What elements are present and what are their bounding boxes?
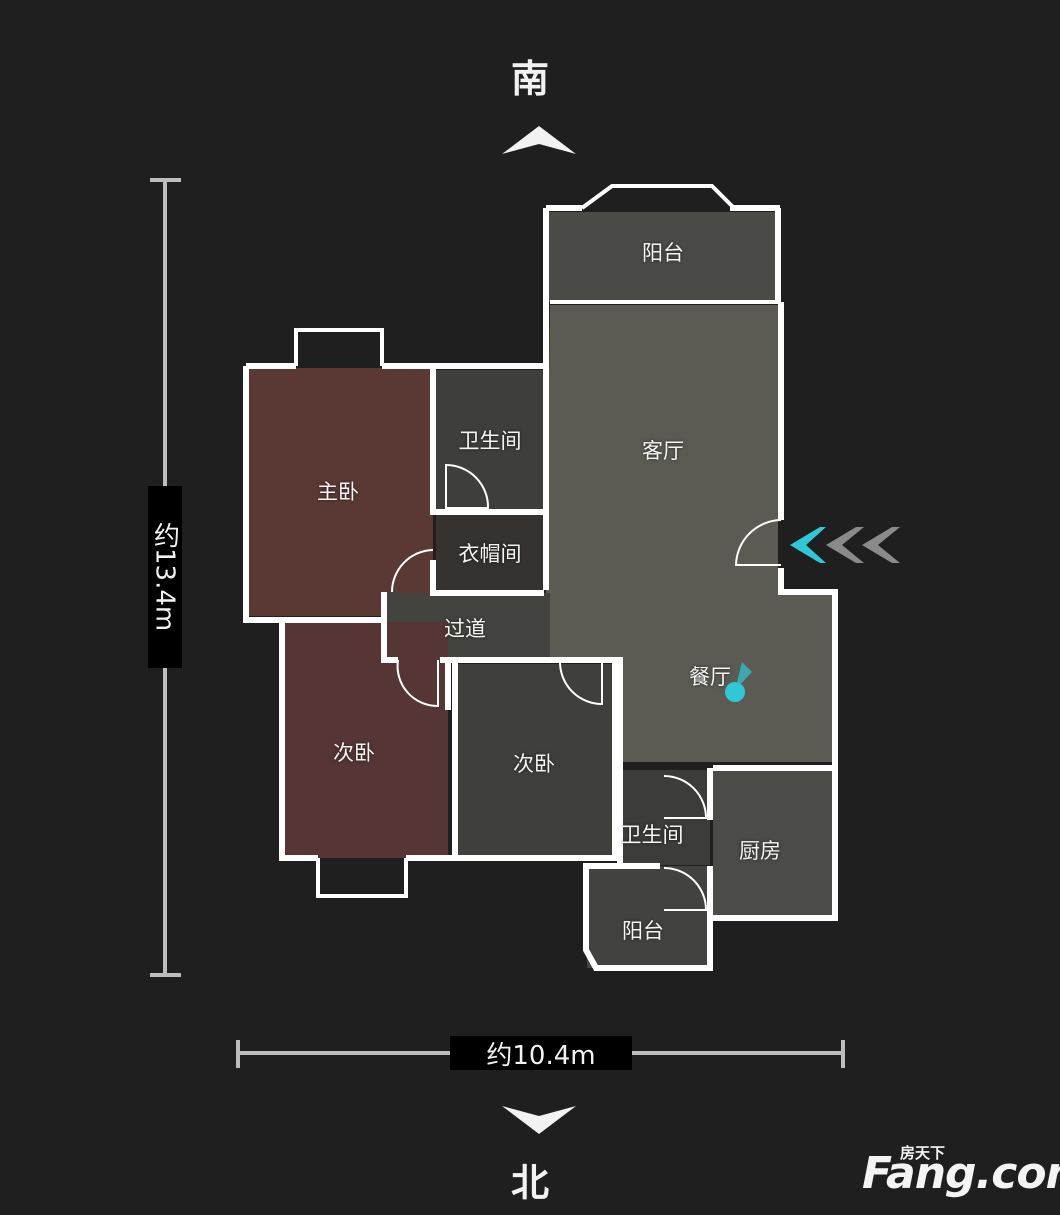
- room-label-master-bedroom: 主卧: [317, 480, 359, 504]
- fang-logo: 房天下 Fang.com: [862, 1144, 1060, 1199]
- door-bathroom-bottom: [663, 775, 708, 819]
- door-second-bedroom-left: [396, 659, 439, 708]
- floor-balcony-top: [548, 212, 778, 302]
- entrance-arrows-icon: [790, 527, 900, 563]
- door-entrance: [734, 519, 782, 566]
- walls: [243, 184, 838, 971]
- doors: [391, 463, 782, 911]
- room-label-balcony-bottom: 阳台: [622, 919, 664, 943]
- compass-south-label: 南: [510, 57, 549, 101]
- floor-balcony-bottom: [587, 866, 711, 968]
- chevron-up-icon: [502, 126, 576, 154]
- floor-master-bedroom: [248, 368, 433, 616]
- floor-cloakroom: [436, 515, 543, 593]
- room-label-living-room: 客厅: [642, 439, 684, 463]
- door-master-bedroom: [391, 549, 434, 593]
- floor-bathroom-top: [436, 370, 543, 510]
- room-floors: [248, 212, 833, 968]
- logo-main-text: Fang.com: [862, 1148, 1060, 1199]
- floor-kitchen: [713, 770, 833, 916]
- room-label-bathroom-bottom: 卫生间: [620, 823, 684, 847]
- room-label-bathroom-top: 卫生间: [458, 429, 522, 453]
- door-second-bedroom-mid: [559, 661, 603, 706]
- floor-living-dining: [545, 305, 832, 762]
- chevron-down-icon: [502, 1106, 576, 1134]
- room-label-second-bedroom-mid: 次卧: [513, 752, 555, 776]
- floor-second-bedroom-mid: [455, 664, 613, 858]
- room-label-kitchen: 厨房: [739, 839, 781, 863]
- room-label-balcony-top: 阳台: [642, 241, 684, 265]
- floor-second-bedroom-left: [282, 622, 448, 858]
- room-label-cloakroom: 衣帽间: [458, 542, 522, 566]
- compass-north-label: 北: [510, 1161, 549, 1205]
- room-label-dining-room: 餐厅: [689, 665, 731, 689]
- height-dimension-label: 约13.4m: [148, 486, 182, 668]
- door-balcony-bottom: [663, 867, 708, 911]
- room-label-corridor: 过道: [444, 617, 486, 641]
- room-label-second-bedroom-left: 次卧: [333, 741, 375, 765]
- position-marker-icon: [725, 662, 752, 702]
- logo-sub-text: 房天下: [900, 1144, 946, 1162]
- door-bathroom-top: [445, 463, 490, 509]
- width-dimension-label: 约10.4m: [450, 1036, 632, 1071]
